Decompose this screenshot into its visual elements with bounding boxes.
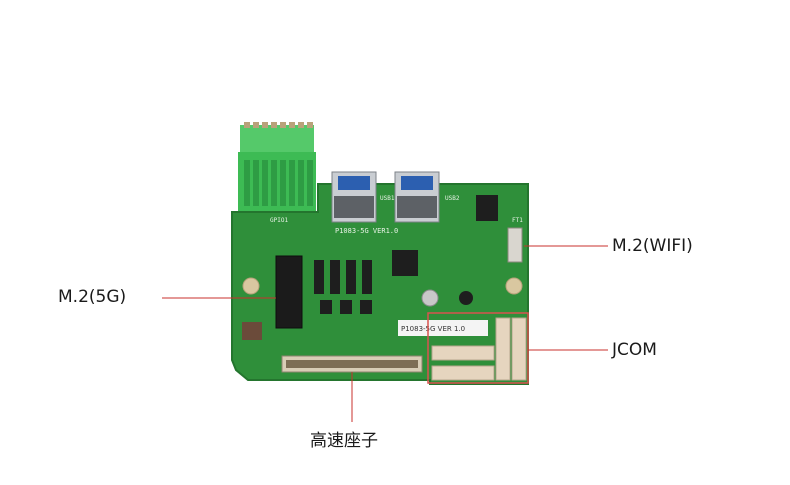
high-speed-connector: [281, 355, 423, 373]
ic-left: [242, 322, 262, 340]
label-jcom: JCOM: [612, 340, 657, 360]
jcom-highlight-box: [427, 312, 529, 384]
usb-port-2: [394, 171, 440, 223]
silk-gpio: GPIO1: [270, 217, 288, 224]
sticker-text: P1083-5G VER 1.0: [401, 325, 465, 333]
m2-5g-slot: [275, 255, 303, 329]
sticker: [398, 320, 488, 336]
jcom-connectors: [431, 317, 527, 381]
usb-port-1: [331, 171, 377, 223]
m2-wifi-slot: [507, 227, 523, 263]
label-high-speed-connector: 高速座子: [310, 431, 378, 451]
silk-ft1: FT1: [512, 217, 523, 224]
main-chip: [392, 250, 418, 276]
silk-main: P1083-5G VER1.0: [335, 227, 398, 235]
silk-usb1: USB1: [380, 195, 395, 202]
label-m2-wifi: M.2(WIFI): [612, 236, 693, 256]
terminal-block: [238, 122, 316, 212]
silk-usb2: USB2: [445, 195, 460, 202]
label-m2-5g: M.2(5G): [58, 287, 127, 307]
ic-right: [476, 195, 498, 221]
